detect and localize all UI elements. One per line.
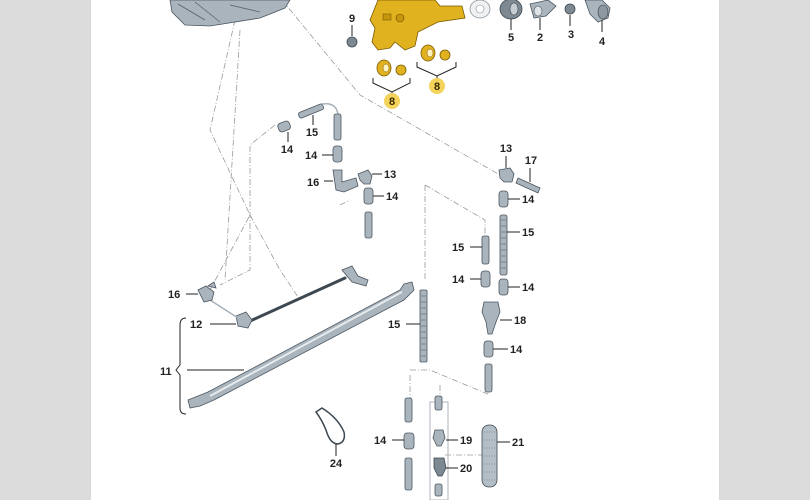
part-13-elbow-a (357, 169, 382, 185)
label-14-f: 14 (522, 282, 535, 294)
guide-lines (199, 0, 501, 456)
part-21-protective-sleeve (481, 424, 510, 488)
part-4-cap (584, 0, 611, 32)
part-hose-segment-f (434, 395, 443, 411)
label-8-left: 8 (389, 96, 395, 108)
part-14-connector-a (277, 120, 291, 142)
label-12: 12 (190, 319, 202, 331)
part-14-connector-b (322, 145, 343, 163)
label-13-b: 13 (500, 143, 512, 155)
label-15-c: 15 (452, 242, 464, 254)
headlight-bracket-yellow (369, 0, 466, 51)
label-14-g: 14 (510, 344, 523, 356)
part-8-bushing-pair-left (372, 59, 411, 95)
label-14-c: 14 (386, 191, 399, 203)
part-11-spray-rail (175, 281, 415, 415)
part-5-grommet (499, 0, 523, 30)
part-19-check-valve (432, 429, 458, 447)
part-15-hose-c (470, 235, 490, 265)
part-washer-ring (469, 0, 491, 19)
part-14-connector-f (498, 278, 520, 296)
part-hose-segment-g (434, 483, 443, 497)
part-14-connector-c (363, 187, 384, 205)
label-18: 18 (514, 315, 526, 327)
label-15-d: 15 (388, 319, 400, 331)
part-17-nozzle (515, 168, 541, 194)
label-4: 4 (599, 36, 606, 48)
part-hose-segment-b (364, 211, 373, 239)
label-14-h: 14 (374, 435, 387, 447)
part-hose-segment-a (333, 113, 342, 141)
part-16-elbow-a (324, 169, 359, 193)
label-8-right: 8 (434, 81, 440, 93)
headlight-housing (169, 0, 291, 27)
label-3: 3 (568, 29, 574, 41)
label-9: 9 (349, 13, 355, 25)
label-24: 24 (330, 458, 343, 470)
label-14-b: 14 (305, 150, 318, 162)
part-hose-segment-d (404, 397, 413, 423)
label-20: 20 (460, 463, 472, 475)
part-3-clip (564, 3, 576, 26)
part-12-hose-assembly (209, 265, 369, 329)
part-13-elbow-b (498, 156, 515, 183)
part-14-connector-h (392, 432, 415, 450)
label-14-a: 14 (281, 144, 294, 156)
label-2: 2 (537, 32, 543, 44)
label-17: 17 (525, 155, 537, 167)
part-14-connector-e (470, 270, 491, 288)
label-21: 21 (512, 437, 524, 449)
label-14-e: 14 (452, 274, 465, 286)
part-15-hose-b (499, 214, 520, 276)
label-16-a: 16 (307, 177, 319, 189)
part-2-connector (529, 0, 557, 30)
label-15-b: 15 (522, 227, 534, 239)
label-14-d: 14 (522, 194, 535, 206)
part-20-check-valve (433, 457, 458, 477)
part-14-connector-d (498, 190, 520, 208)
part-8-bushing-pair-right (416, 44, 457, 78)
part-15-hose-a (298, 102, 339, 125)
part-16-elbow-b (186, 281, 217, 303)
part-18-t-connector (481, 301, 512, 335)
part-9-nut (346, 25, 358, 48)
part-hose-segment-c (484, 363, 493, 393)
label-11: 11 (160, 366, 172, 378)
label-13-a: 13 (384, 169, 396, 181)
label-5: 5 (508, 32, 514, 44)
badge-8-right (429, 78, 445, 94)
label-19: 19 (460, 435, 472, 447)
part-15-hose-d (406, 289, 428, 363)
label-15-a: 15 (306, 127, 318, 139)
label-16-b: 16 (168, 289, 180, 301)
part-14-connector-g (483, 340, 508, 358)
part-24-cable-tie (314, 407, 346, 456)
badge-8-left (384, 93, 400, 109)
part-hose-segment-e (404, 457, 413, 491)
